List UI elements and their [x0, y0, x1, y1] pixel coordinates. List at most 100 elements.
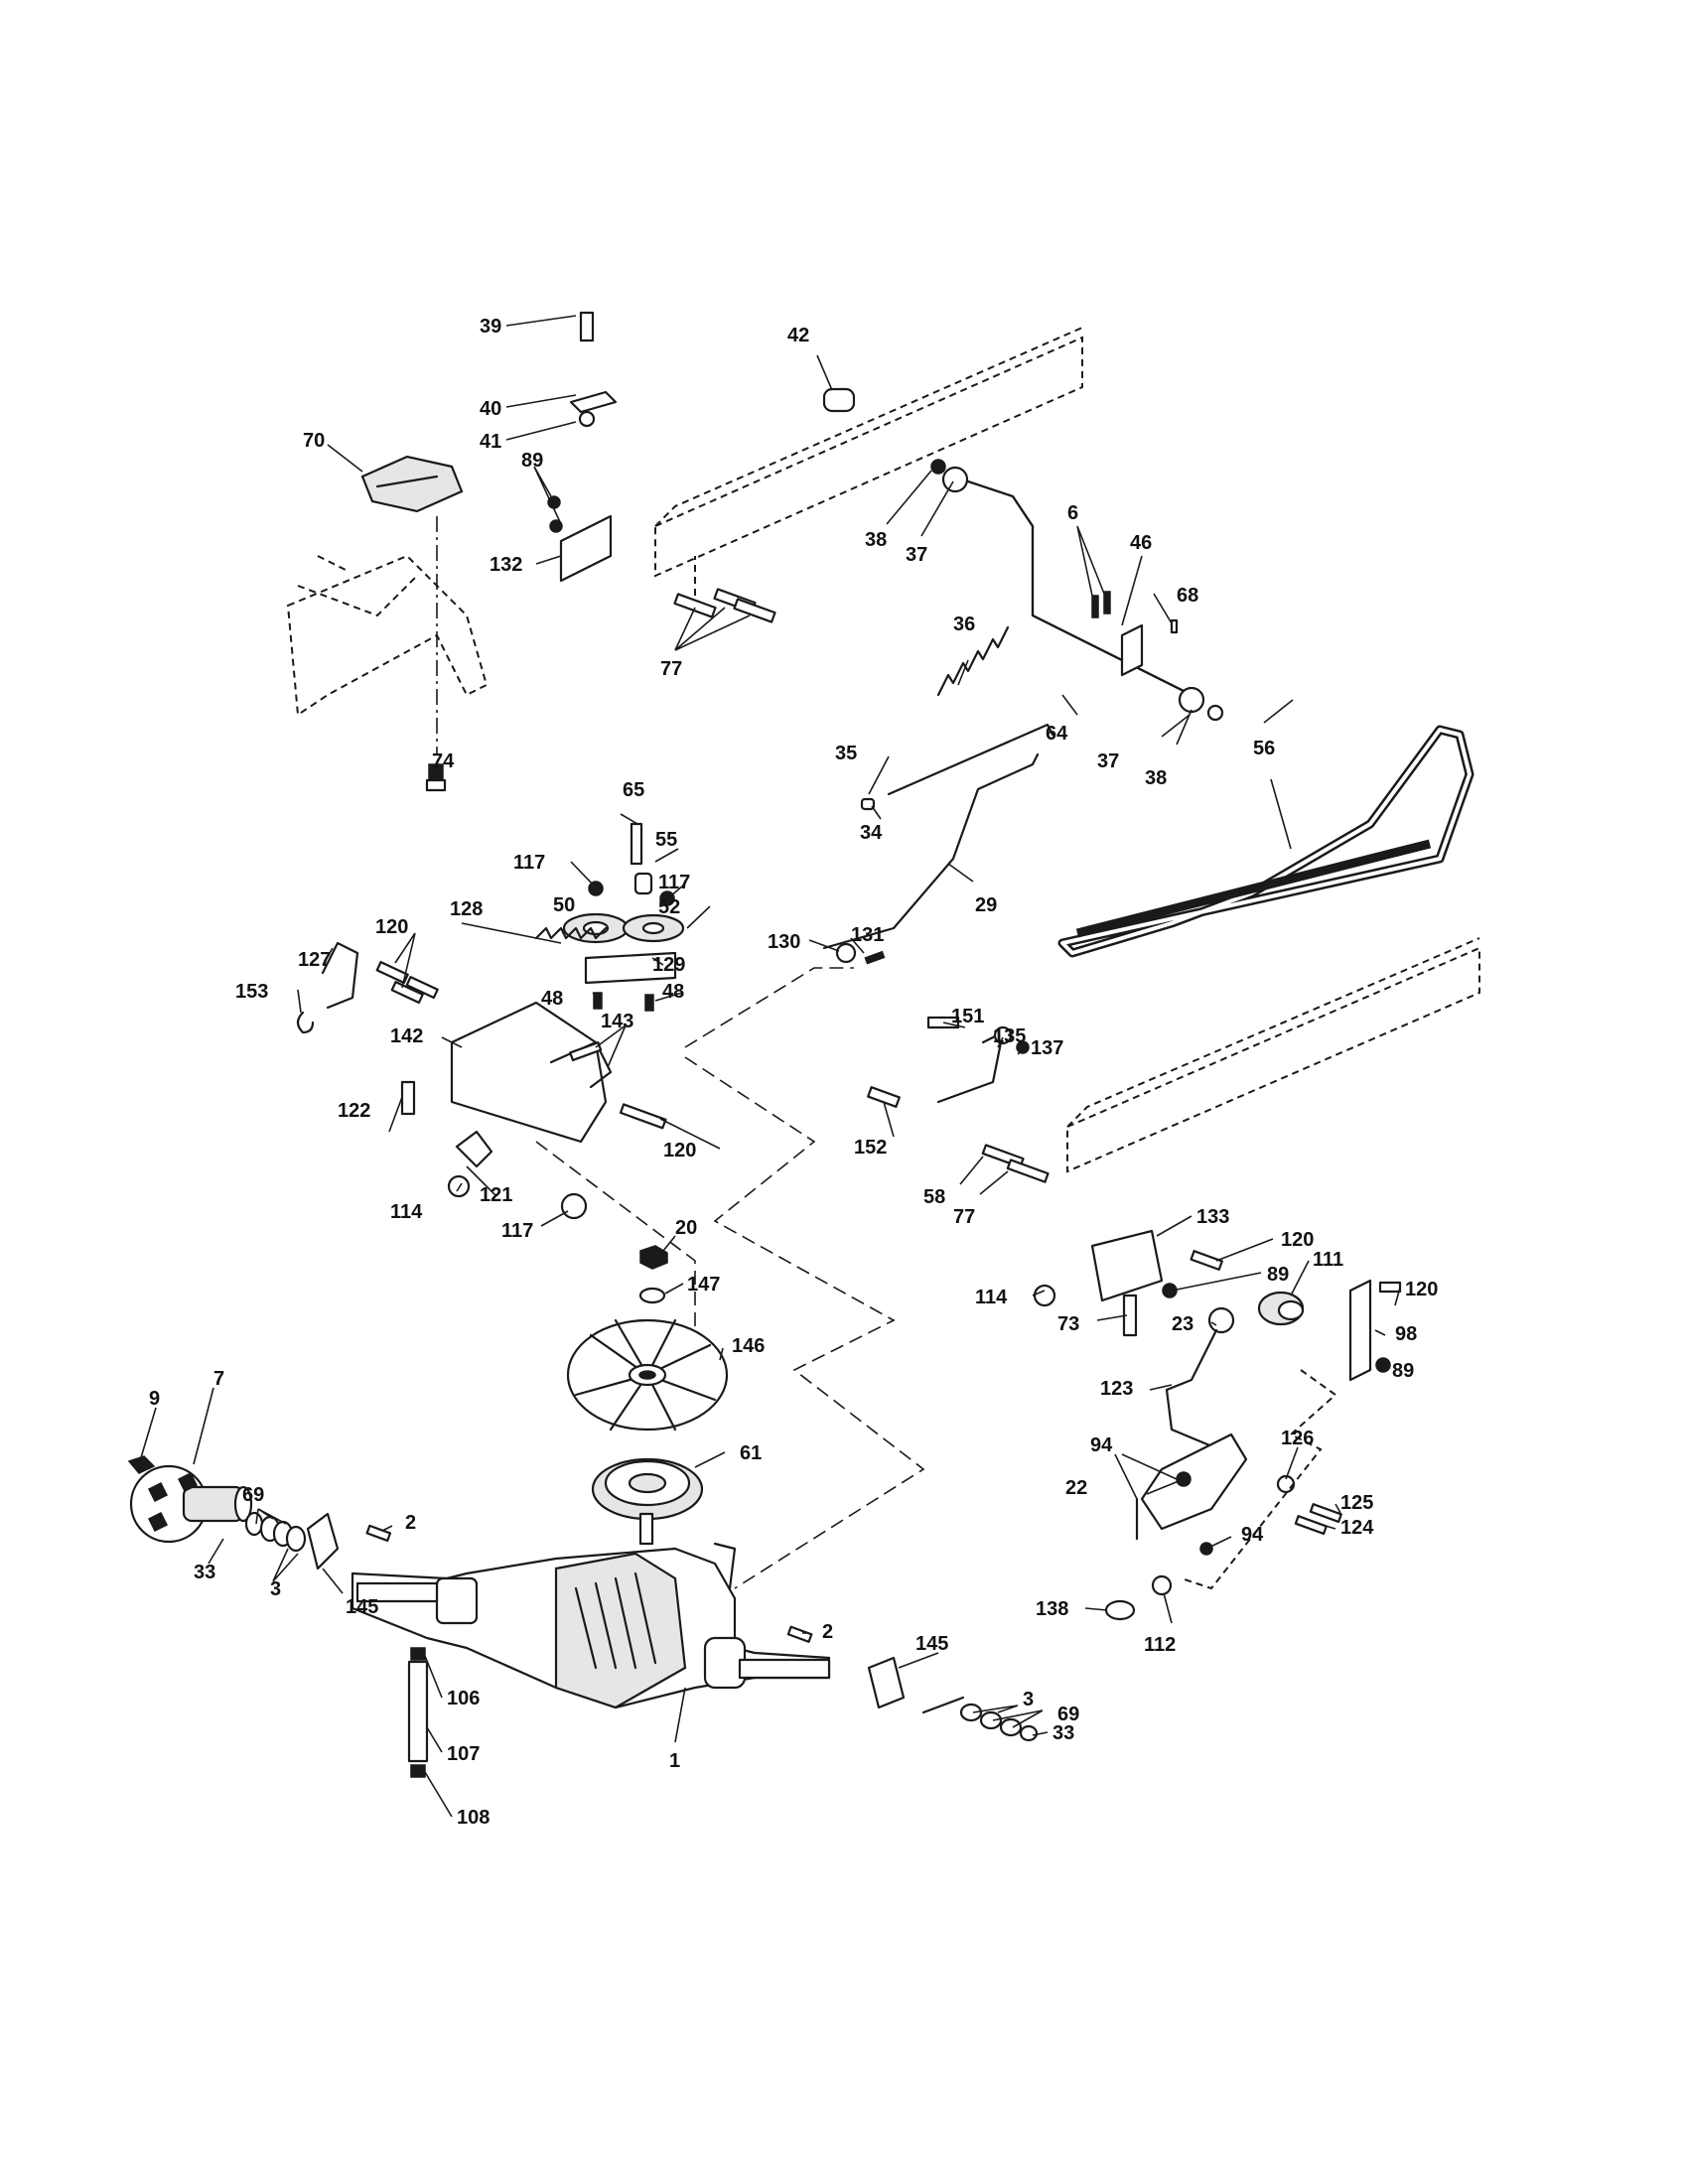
callout-117-b: 117: [658, 872, 690, 893]
axle-left: [355, 1581, 439, 1603]
part-61-pulley: [591, 1457, 704, 1546]
callout-37-right: 37: [1097, 751, 1119, 772]
part-98-bracket: [1348, 1279, 1402, 1382]
callout-69-right: 69: [1057, 1704, 1079, 1725]
parts-69-3-33-left: [244, 1511, 307, 1553]
callout-61: 61: [740, 1442, 762, 1464]
part-131-pin: [864, 950, 886, 965]
callout-42: 42: [787, 325, 809, 346]
callout-52: 52: [658, 896, 680, 918]
callout-133: 133: [1196, 1206, 1229, 1228]
callout-23: 23: [1172, 1313, 1193, 1335]
callout-69-left: 69: [242, 1484, 264, 1506]
parts-106-107-108: [407, 1647, 429, 1778]
part-1-transaxle: [351, 1542, 831, 1709]
callout-29: 29: [975, 894, 997, 916]
axle-right: [738, 1658, 831, 1680]
part-74-bolt: [425, 763, 447, 792]
part-9-bolt: [127, 1455, 156, 1474]
callout-128: 128: [450, 898, 483, 920]
part-35-rod: [887, 723, 1054, 796]
callout-33-right: 33: [1052, 1722, 1074, 1744]
callout-89-mid: 89: [1267, 1264, 1289, 1286]
callout-7: 7: [213, 1368, 224, 1390]
callout-38-right: 38: [1145, 767, 1167, 789]
part-2-key-right: [786, 1625, 813, 1643]
callout-38-top: 38: [865, 529, 887, 551]
part-29-rod: [822, 752, 1040, 950]
callout-64: 64: [1046, 723, 1068, 745]
callout-2-right: 2: [822, 1621, 833, 1643]
dash-guide-1: [684, 967, 854, 1048]
part-7-hub: [129, 1464, 253, 1544]
callout-137: 137: [1031, 1037, 1063, 1059]
callout-36: 36: [953, 614, 975, 635]
part-130-washer: [835, 942, 857, 964]
callout-135: 135: [993, 1025, 1026, 1047]
callout-145-left: 145: [346, 1596, 378, 1618]
dash-guide-2: [684, 1056, 925, 1589]
callout-151: 151: [951, 1006, 984, 1027]
callout-117-a: 117: [513, 852, 545, 874]
leader-lines: [138, 315, 1401, 1818]
callout-146: 146: [732, 1335, 765, 1357]
callout-120-right-b: 120: [1405, 1279, 1438, 1300]
callout-120-top: 120: [375, 916, 408, 938]
part-133-plate: [981, 1144, 1223, 1337]
part-22-bracket: [1104, 1433, 1342, 1621]
callout-94-b: 94: [1241, 1524, 1264, 1546]
callout-1: 1: [669, 1750, 680, 1772]
callout-120-right-a: 120: [1281, 1229, 1314, 1251]
part-147-washer: [638, 1287, 666, 1304]
part-132-bracket: [547, 495, 613, 583]
callout-107: 107: [447, 1743, 480, 1765]
callout-39: 39: [480, 316, 501, 338]
callout-46: 46: [1130, 532, 1152, 554]
callout-130: 130: [768, 931, 800, 953]
callout-114-left: 114: [390, 1201, 423, 1223]
callout-22: 22: [1065, 1477, 1087, 1499]
callout-127: 127: [298, 949, 331, 971]
callout-132: 132: [490, 554, 522, 576]
callout-34: 34: [860, 822, 883, 844]
callout-111: 111: [1313, 1249, 1343, 1271]
callout-138: 138: [1036, 1598, 1068, 1620]
callout-48-left: 48: [541, 988, 563, 1010]
callout-2-left: 2: [405, 1512, 416, 1534]
callout-50: 50: [553, 894, 575, 916]
callout-124: 124: [1340, 1517, 1374, 1539]
callout-73: 73: [1057, 1313, 1079, 1335]
part-42-spacer: [822, 387, 856, 413]
part-56-belt: [1057, 725, 1474, 958]
part-145-clip-right: [867, 1656, 906, 1709]
part-20-nut: [639, 1245, 668, 1270]
callout-89-top: 89: [521, 450, 543, 472]
callout-106: 106: [447, 1688, 480, 1709]
frame-rail-upper: [654, 327, 1083, 596]
callout-9: 9: [149, 1388, 160, 1410]
callout-152: 152: [854, 1137, 887, 1159]
callout-143: 143: [601, 1011, 633, 1032]
callout-120-mid: 120: [663, 1140, 696, 1161]
callout-145-right: 145: [915, 1633, 948, 1655]
callout-40: 40: [480, 398, 501, 420]
part-123-lever: [1165, 1306, 1235, 1456]
callout-131: 131: [851, 924, 884, 946]
callout-3-right: 3: [1023, 1689, 1034, 1710]
callout-117-c: 117: [501, 1220, 533, 1242]
part-70-bracket: [360, 455, 464, 513]
callout-153: 153: [235, 981, 268, 1003]
callout-58: 58: [923, 1186, 945, 1208]
callout-70: 70: [303, 430, 325, 452]
callout-68: 68: [1177, 585, 1198, 607]
callout-94-a: 94: [1090, 1434, 1113, 1456]
callout-121: 121: [480, 1184, 512, 1206]
part-77-bolts: [673, 588, 776, 623]
frame-rail-lower: [1066, 937, 1480, 1173]
callout-112: 112: [1144, 1634, 1176, 1656]
callout-123: 123: [1100, 1378, 1133, 1400]
callout-35: 35: [835, 743, 857, 764]
callout-108: 108: [457, 1807, 490, 1829]
callout-147: 147: [687, 1274, 720, 1296]
